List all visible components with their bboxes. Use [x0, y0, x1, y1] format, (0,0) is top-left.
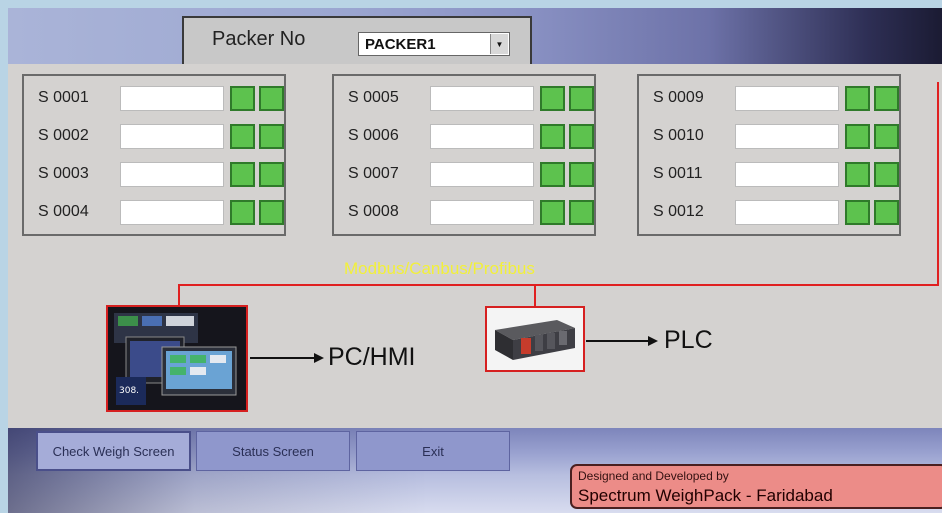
chevron-down-icon[interactable]: ▼ [490, 34, 508, 54]
bus-line-horizontal [178, 284, 939, 286]
station-label: S 0005 [348, 89, 399, 106]
bus-line-vertical-right [937, 82, 939, 286]
packer-selector-panel: Packer No PACKER1 ▼ [182, 16, 532, 66]
arrow-plc [586, 340, 650, 342]
status-indicator-icon [569, 86, 594, 111]
credit-line1: Designed and Developed by [578, 469, 729, 483]
status-indicator-icon [569, 124, 594, 149]
arrow-right-icon [648, 336, 658, 346]
status-indicator-icon [874, 200, 899, 225]
plc-photo-icon [485, 306, 585, 372]
station-row: S 0003 [34, 162, 284, 188]
station-value-field[interactable] [735, 162, 839, 187]
station-label: S 0002 [38, 127, 89, 144]
status-indicator-icon [874, 86, 899, 111]
status-indicator-icon [259, 86, 284, 111]
station-value-field[interactable] [430, 162, 534, 187]
main-panel: S 0001 S 0002 S 0003 S 0004 [8, 64, 942, 428]
status-indicator-icon [845, 200, 870, 225]
credit-box: Designed and Developed by Spectrum Weigh… [570, 464, 942, 509]
station-value-field[interactable] [120, 86, 224, 111]
station-label: S 0001 [38, 89, 89, 106]
status-indicator-icon [569, 200, 594, 225]
station-label: S 0006 [348, 127, 399, 144]
status-indicator-icon [874, 124, 899, 149]
exit-button[interactable]: Exit [356, 431, 510, 471]
plc-label: PLC [664, 326, 713, 354]
pc-hmi-photo-icon: 308. [106, 305, 248, 412]
station-label: S 0011 [653, 165, 703, 182]
credit-line2: Spectrum WeighPack - Faridabad [578, 486, 833, 505]
bus-drop-pc [178, 284, 180, 306]
station-row: S 0007 [344, 162, 594, 188]
station-value-field[interactable] [430, 200, 534, 225]
status-indicator-icon [540, 162, 565, 187]
bus-protocol-label: Modbus/Canbus/Profibus [344, 259, 535, 278]
station-value-field[interactable] [735, 200, 839, 225]
footer-bar: Check Weigh Screen Status Screen Exit De… [8, 428, 942, 513]
station-row: S 0011 [649, 162, 899, 188]
bus-drop-plc [534, 284, 536, 306]
status-indicator-icon [540, 200, 565, 225]
station-group-3: S 0009 S 0010 S 0011 S 0012 [637, 74, 901, 236]
status-screen-button[interactable]: Status Screen [196, 431, 350, 471]
arrow-right-icon [314, 353, 324, 363]
station-label: S 0008 [348, 203, 399, 220]
packer-dropdown[interactable]: PACKER1 ▼ [358, 32, 510, 56]
status-indicator-icon [540, 124, 565, 149]
station-row: S 0002 [34, 124, 284, 150]
station-label: S 0012 [653, 203, 704, 220]
header-bar: Packer No PACKER1 ▼ [8, 8, 942, 66]
station-value-field[interactable] [430, 86, 534, 111]
svg-text:308.: 308. [119, 386, 139, 396]
station-value-field[interactable] [735, 86, 839, 111]
station-row: S 0001 [34, 86, 284, 112]
packer-label: Packer No [212, 28, 306, 50]
status-indicator-icon [230, 162, 255, 187]
pc-hmi-label: PC/HMI [328, 343, 416, 371]
arrow-pc [250, 357, 316, 359]
status-indicator-icon [845, 162, 870, 187]
station-row: S 0008 [344, 200, 594, 226]
station-label: S 0009 [653, 89, 704, 106]
status-indicator-icon [845, 86, 870, 111]
status-indicator-icon [230, 124, 255, 149]
status-indicator-icon [569, 162, 594, 187]
check-weigh-screen-button[interactable]: Check Weigh Screen [36, 431, 191, 471]
status-indicator-icon [845, 124, 870, 149]
status-indicator-icon [259, 200, 284, 225]
status-indicator-icon [540, 86, 565, 111]
status-indicator-icon [874, 162, 899, 187]
station-value-field[interactable] [735, 124, 839, 149]
station-value-field[interactable] [120, 162, 224, 187]
station-label: S 0010 [653, 127, 704, 144]
station-value-field[interactable] [120, 200, 224, 225]
status-indicator-icon [259, 162, 284, 187]
station-row: S 0009 [649, 86, 899, 112]
station-group-1: S 0001 S 0002 S 0003 S 0004 [22, 74, 286, 236]
station-row: S 0005 [344, 86, 594, 112]
station-row: S 0004 [34, 200, 284, 226]
packer-dropdown-value: PACKER1 [365, 36, 436, 53]
station-label: S 0003 [38, 165, 89, 182]
status-indicator-icon [230, 200, 255, 225]
station-row: S 0006 [344, 124, 594, 150]
station-value-field[interactable] [430, 124, 534, 149]
station-row: S 0012 [649, 200, 899, 226]
station-value-field[interactable] [120, 124, 224, 149]
status-indicator-icon [230, 86, 255, 111]
status-indicator-icon [259, 124, 284, 149]
station-label: S 0007 [348, 165, 399, 182]
station-group-2: S 0005 S 0006 S 0007 S 0008 [332, 74, 596, 236]
station-row: S 0010 [649, 124, 899, 150]
station-label: S 0004 [38, 203, 89, 220]
